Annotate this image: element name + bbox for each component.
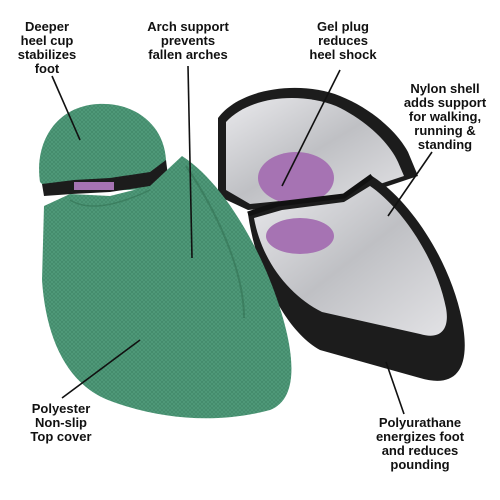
cut-section-edge bbox=[247, 173, 374, 217]
gel-plug-label: Gel plug reduces heel shock bbox=[309, 19, 377, 62]
heel-cup-label: Deeper heel cup stabilizes foot bbox=[17, 19, 77, 76]
gel-plug-cross-section bbox=[266, 218, 334, 254]
heel-seam bbox=[69, 189, 151, 207]
top-cover-body bbox=[42, 156, 292, 419]
nylon-shell-pointer bbox=[387, 151, 433, 217]
top-cover-piece bbox=[42, 156, 292, 419]
polyurethane-label: Polyurathane energizes foot and reduces … bbox=[375, 415, 465, 472]
heel-insert-upper bbox=[218, 87, 418, 210]
arch-support-pointer bbox=[187, 65, 193, 259]
heel-cup-cut-edge bbox=[42, 160, 168, 196]
heel-cup-piece bbox=[39, 103, 168, 196]
heel-cup-pointer bbox=[51, 75, 81, 141]
heel-cup-gel-strip bbox=[74, 182, 114, 190]
top-cover-pointer bbox=[61, 339, 141, 399]
arch-support-label: Arch support prevents fallen arches bbox=[147, 19, 229, 62]
polyurethane-pointer bbox=[385, 361, 405, 415]
gel-plug-heel bbox=[258, 152, 334, 204]
arch-contour bbox=[185, 165, 245, 319]
top-cover-label: Polyester Non-slip Top cover bbox=[30, 401, 92, 444]
heel-cup-body bbox=[39, 103, 166, 194]
gel-plug-pointer bbox=[281, 69, 341, 187]
heel-insert-lower bbox=[247, 173, 465, 381]
nylon-shell-label: Nylon shell adds support for walking, ru… bbox=[403, 81, 487, 152]
